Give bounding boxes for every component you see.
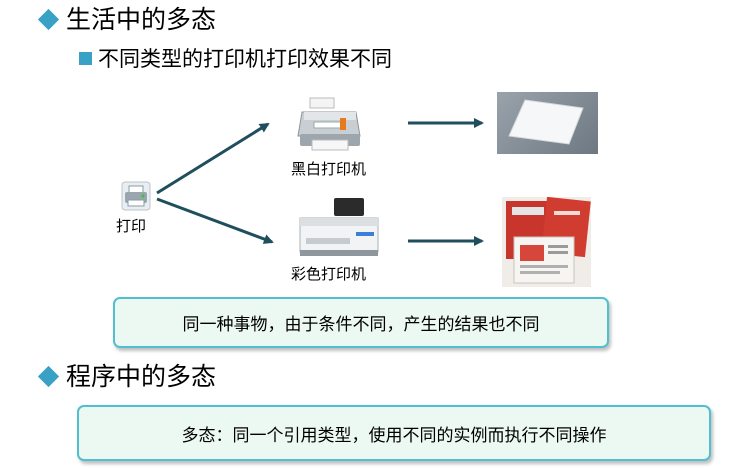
arrow-to-bw-printer: [156, 122, 270, 195]
callout-program-text: 多态：同一个引用类型，使用不同的实例而执行不同操作: [181, 425, 607, 446]
arrow-to-color-printer: [156, 197, 274, 244]
bw-printer-label: 黑白打印机: [291, 160, 367, 178]
bullet-diamond-icon: [37, 365, 60, 388]
callout-life-text: 同一种事物，由于条件不同，产生的结果也不同: [182, 315, 540, 335]
flow-arrows: [156, 118, 484, 246]
color-printer-icon: [296, 196, 382, 260]
callout-box-program: 多态：同一个引用类型，使用不同的实例而执行不同操作: [77, 405, 711, 461]
print-label: 打印: [116, 217, 147, 235]
section-title: 程序中的多态: [66, 362, 217, 391]
subpoint-text: 不同类型的打印机打印效果不同: [98, 47, 392, 71]
print-icon: [119, 180, 153, 212]
callout-box-life: 同一种事物，由于条件不同，产生的结果也不同: [113, 297, 609, 348]
section-title: 生活中的多态: [66, 5, 217, 34]
bw-printer-icon: [296, 96, 364, 152]
color-printer-label: 彩色打印机: [291, 265, 367, 283]
bullet-square-icon: [79, 52, 92, 65]
bw-output-paper-image: [497, 92, 598, 154]
color-output-brochure-image: [502, 196, 591, 287]
